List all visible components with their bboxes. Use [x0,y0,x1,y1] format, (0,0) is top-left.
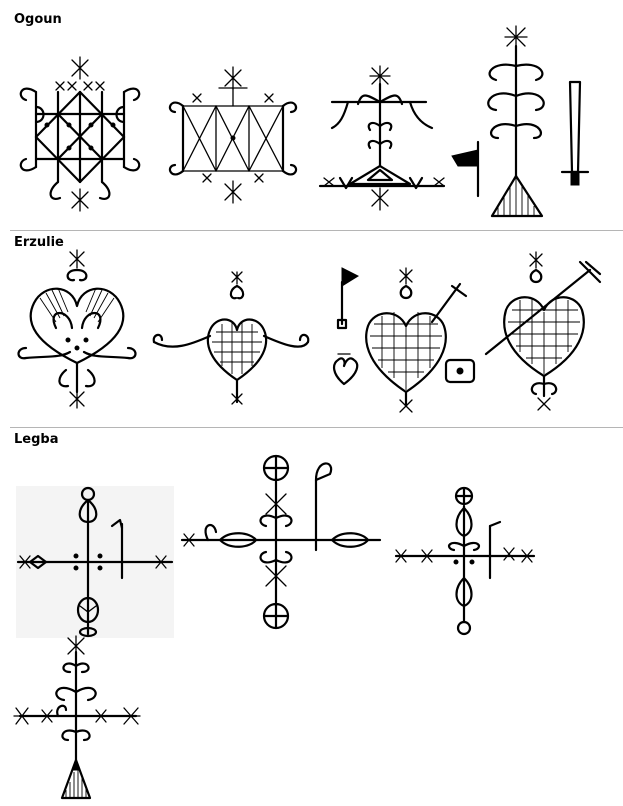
erzulie-veve-heart-arcs [16,248,156,408]
section-divider [10,230,623,231]
legba-veve-cross-hut [14,636,144,800]
ogoun-veve-tree-sword [452,26,600,218]
legba-veve-cross-circles [180,454,382,632]
section-divider [10,427,623,428]
section-title-ogoun: Ogoun [14,12,62,27]
legba-veve-cross-leaves [392,486,538,636]
ogoun-veve-lattice [163,66,303,208]
legba-veve-cross-cane [16,486,174,638]
erzulie-veve-heart-sword [482,252,608,412]
section-title-legba: Legba [14,432,59,447]
ogoun-veve-grid [16,52,144,214]
ogoun-veve-plant [314,66,454,212]
section-title-erzulie: Erzulie [14,235,64,250]
erzulie-veve-small-heart [152,272,310,408]
erzulie-veve-heart-dagger [328,264,484,414]
